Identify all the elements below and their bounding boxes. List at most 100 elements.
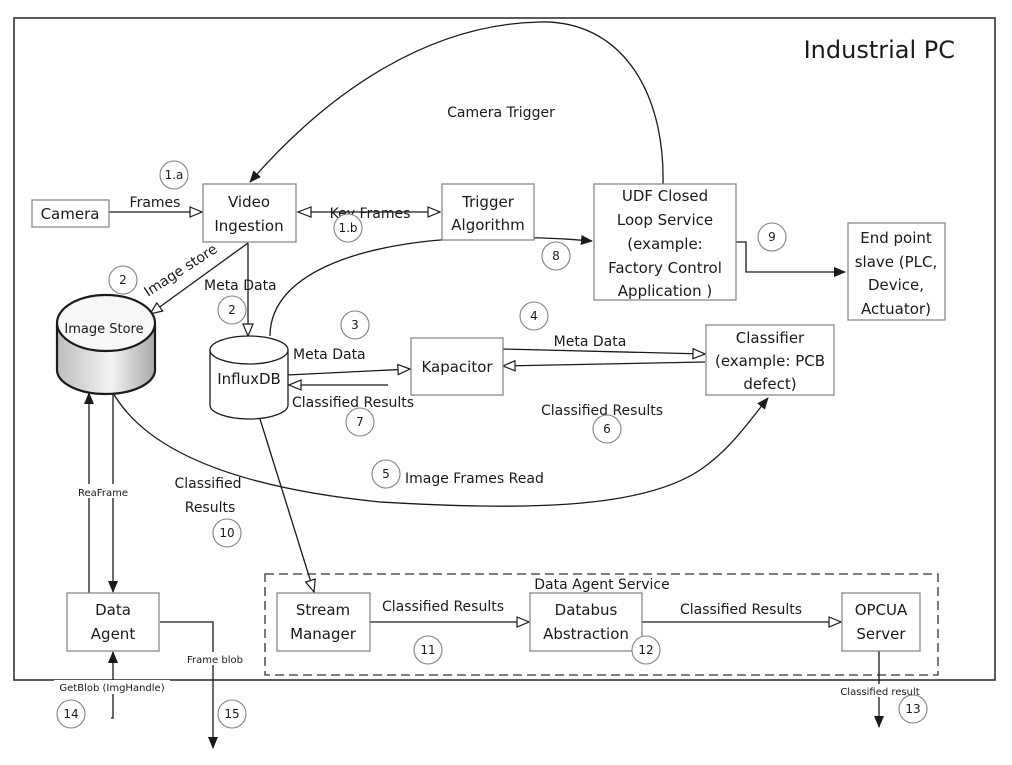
- node-stream-manager-line2: Manager: [290, 625, 357, 643]
- step-badge-3: 3: [340, 310, 370, 340]
- node-image-store[interactable]: Image Store: [55, 293, 157, 396]
- node-data-agent[interactable]: Data Agent: [66, 592, 160, 652]
- step-14-text: 14: [63, 707, 78, 721]
- edge-get-blob: [108, 651, 118, 719]
- node-opcua-server[interactable]: OPCUA Server: [841, 592, 921, 652]
- edge-label-classified-results-11: Classified Results: [382, 599, 504, 615]
- node-camera-label: Camera: [41, 205, 100, 223]
- node-classifier[interactable]: Classifier (example: PCB defect): [705, 324, 835, 396]
- node-end-point-slave[interactable]: End point slave (PLC, Device, Actuator): [847, 222, 946, 321]
- node-camera[interactable]: Camera: [31, 199, 110, 228]
- step-15-text: 15: [224, 707, 239, 721]
- edge-camera-trigger: [249, 21, 664, 185]
- step-badge-15: 15: [217, 699, 247, 729]
- node-classifier-line2: (example: PCB: [715, 352, 825, 370]
- node-opcua-line1: OPCUA: [855, 601, 908, 619]
- edge-label-classified-results-7: Classified Results: [292, 395, 414, 411]
- edge-label-frame-blob: Frame blob: [187, 655, 243, 666]
- industrial-pc-container: Industrial PC: [13, 17, 996, 681]
- step-badge-4: 4: [519, 301, 549, 331]
- node-trigger-algorithm-line1: Trigger: [461, 193, 515, 211]
- step-6-text: 6: [603, 422, 611, 436]
- edge-image-store: [150, 242, 249, 314]
- data-agent-service-group: Data Agent Service: [264, 573, 939, 676]
- step-12-text: 12: [638, 643, 653, 657]
- edge-meta-data-classifier: [502, 349, 705, 354]
- node-end-point-line4: Actuator): [861, 300, 931, 318]
- step-badge-12: 12: [631, 635, 661, 665]
- node-data-agent-line2: Agent: [91, 625, 136, 643]
- node-stream-manager[interactable]: Stream Manager: [276, 592, 371, 652]
- node-udf-line1: UDF Closed: [622, 187, 708, 205]
- step-badge-5: 5: [371, 459, 401, 489]
- edge-label-meta-data-influx: Meta Data: [293, 347, 366, 363]
- step-8-text: 8: [552, 249, 560, 263]
- node-end-point-line1: End point: [860, 229, 932, 247]
- step-1a-text: 1.a: [165, 168, 184, 182]
- step-5-text: 5: [382, 467, 390, 481]
- step-badge-8: 8: [541, 241, 571, 271]
- step-badge-11: 11: [413, 635, 443, 665]
- step-badge-2-meta: 2: [217, 295, 247, 325]
- edge-label-meta-data-vi: Meta Data: [204, 278, 277, 294]
- edge-label-image-frames-read: Image Frames Read: [405, 471, 544, 487]
- node-databus-abstraction[interactable]: Databus Abstraction: [529, 592, 643, 652]
- edge-label-classified-results-10b: Results: [185, 500, 236, 516]
- edge-label-meta-data-classifier: Meta Data: [554, 334, 627, 350]
- step-13-text: 13: [905, 702, 920, 716]
- node-influxdb-label: InfluxDB: [217, 370, 281, 388]
- step-badge-14: 14: [56, 699, 86, 729]
- node-udf-line4: Factory Control: [608, 259, 722, 277]
- node-end-point-line3: Device,: [868, 276, 924, 294]
- step-badge-9: 9: [757, 222, 787, 252]
- node-trigger-algorithm[interactable]: Trigger Algorithm: [441, 183, 535, 241]
- node-udf-closed-loop-service[interactable]: UDF Closed Loop Service (example: Factor…: [593, 183, 737, 301]
- node-databus-line2: Abstraction: [543, 625, 629, 643]
- node-udf-line5: Application ): [618, 282, 712, 300]
- node-kapacitor[interactable]: Kapacitor: [410, 337, 504, 396]
- node-video-ingestion[interactable]: Video Ingestion: [202, 183, 297, 243]
- step-2a-text: 2: [119, 273, 127, 287]
- node-video-ingestion-line1: Video: [228, 193, 270, 211]
- edge-classified-results-6: [503, 362, 706, 366]
- step-9-text: 9: [768, 230, 776, 244]
- edge-influx-stream-manager: [259, 418, 314, 592]
- step-4-text: 4: [530, 309, 538, 323]
- step-badge-13: 13: [898, 694, 928, 724]
- key-frames-arrow-left: [296, 206, 312, 218]
- node-stream-manager-line1: Stream: [296, 601, 350, 619]
- step-badge-7: 7: [345, 407, 375, 437]
- node-kapacitor-label: Kapacitor: [421, 358, 493, 376]
- edge-image-frames-read: [111, 390, 769, 507]
- step-badge-1b: 1.b: [333, 213, 363, 243]
- edge-label-rea-frame: ReaFrame: [78, 488, 128, 499]
- node-data-agent-line1: Data: [95, 601, 131, 619]
- node-udf-line2: Loop Service: [617, 211, 713, 229]
- step-10-text: 10: [219, 526, 234, 540]
- node-video-ingestion-line2: Ingestion: [214, 217, 283, 235]
- edge-udf-endpoint: [736, 241, 846, 277]
- node-image-store-label: Image Store: [64, 322, 143, 337]
- node-classifier-line1: Classifier: [736, 329, 805, 347]
- step-badge-10: 10: [212, 518, 242, 548]
- edge-label-classified-results-6: Classified Results: [541, 403, 663, 419]
- edge-label-classified-result-13: Classified result: [840, 687, 919, 698]
- step-badge-6: 6: [592, 414, 622, 444]
- step-11-text: 11: [420, 643, 435, 657]
- node-influxdb[interactable]: InfluxDB: [209, 335, 289, 420]
- edge-frame-blob: [160, 621, 218, 749]
- node-udf-line3: (example:: [627, 235, 702, 253]
- edge-label-camera-trigger: Camera Trigger: [447, 105, 555, 121]
- edge-meta-data-influx: [286, 369, 410, 376]
- node-databus-line1: Databus: [555, 601, 618, 619]
- node-opcua-line2: Server: [856, 625, 906, 643]
- data-agent-service-title: Data Agent Service: [534, 577, 670, 593]
- step-1b-text: 1.b: [338, 221, 357, 235]
- step-badge-2-image-store: 2: [108, 265, 138, 295]
- edge-label-get-blob: GetBlob (ImgHandle): [59, 683, 164, 694]
- industrial-pc-title: Industrial PC: [804, 36, 955, 64]
- edge-label-classified-results-10a: Classified: [174, 476, 241, 492]
- step-badge-1a: 1.a: [159, 160, 189, 190]
- step-2b-text: 2: [228, 303, 236, 317]
